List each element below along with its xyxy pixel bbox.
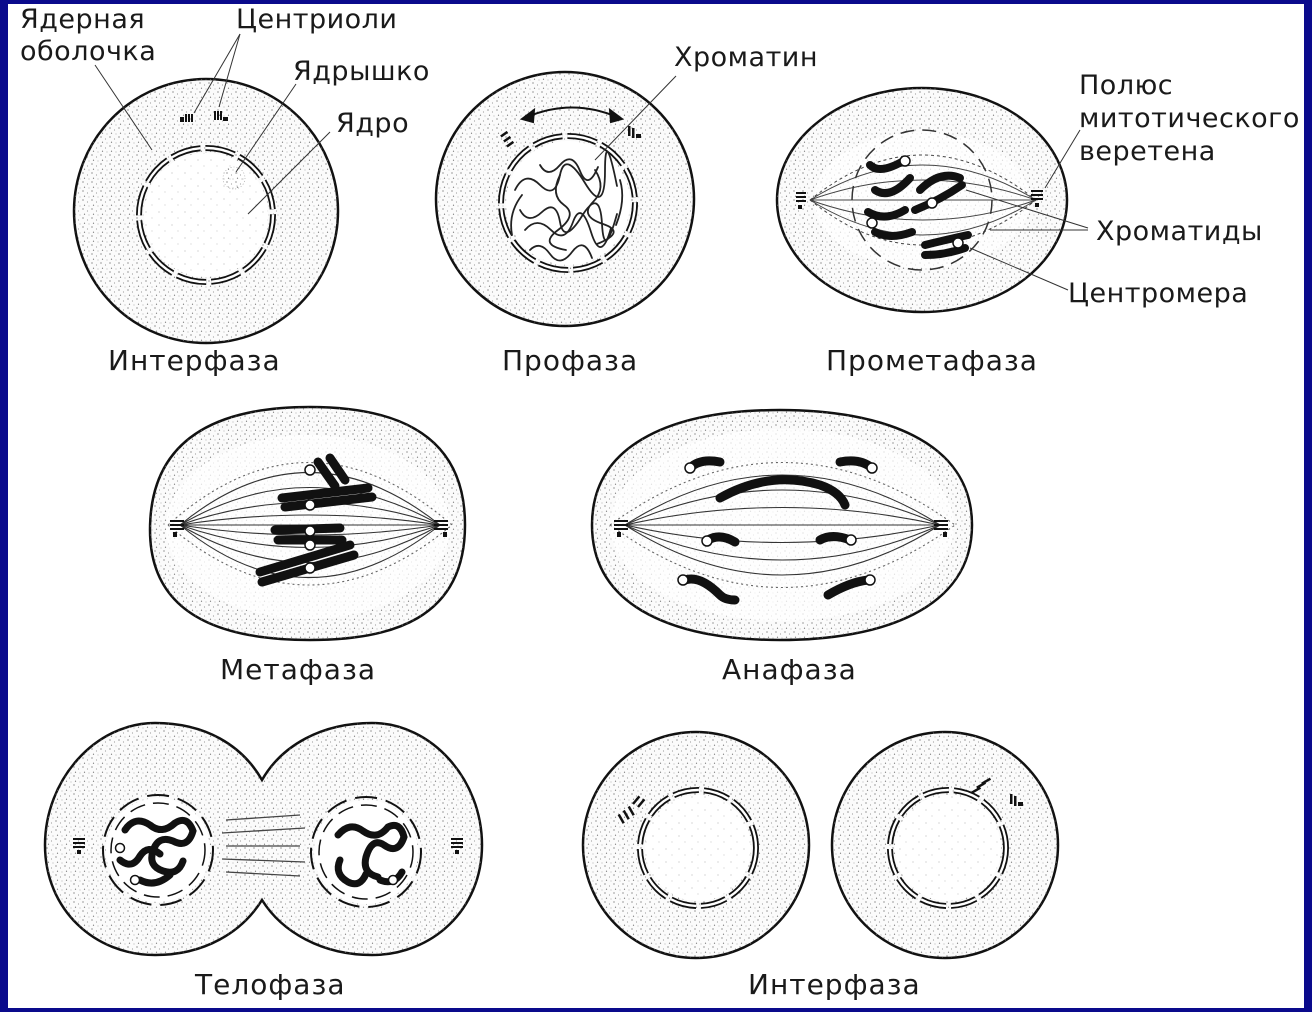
label-spindle-pole-2: митотического bbox=[1079, 103, 1300, 134]
label-nucleolus: Ядрышко bbox=[293, 56, 430, 87]
caption-anaphase: Анафаза bbox=[722, 653, 857, 686]
label-spindle-pole-1: Полюс bbox=[1079, 70, 1173, 101]
label-centromere: Центромера bbox=[1068, 278, 1248, 309]
label-nuclear-envelope-2: оболочка bbox=[20, 36, 156, 67]
cell-telophase bbox=[45, 723, 482, 955]
cell-anaphase bbox=[592, 410, 972, 640]
caption-metaphase: Метафаза bbox=[220, 653, 376, 686]
label-nuclear-envelope-1: Ядерная bbox=[20, 4, 145, 35]
cell-interphase-2-right bbox=[832, 732, 1058, 958]
label-centrioles: Центриоли bbox=[236, 4, 397, 35]
diagram-frame: Ядерная оболочка Центриоли Ядрышко Ядро … bbox=[8, 4, 1304, 1008]
caption-interphase-1: Интерфаза bbox=[108, 344, 281, 377]
cell-prophase bbox=[436, 72, 694, 326]
cell-interphase-2-left bbox=[583, 732, 809, 958]
caption-prophase: Профаза bbox=[502, 344, 638, 377]
label-spindle-pole-3: веретена bbox=[1079, 136, 1216, 167]
cell-prometaphase bbox=[777, 88, 1088, 312]
caption-interphase-2: Интерфаза bbox=[748, 968, 921, 1001]
cell-metaphase bbox=[150, 407, 465, 640]
caption-telophase: Телофаза bbox=[194, 968, 346, 1001]
label-nucleus: Ядро bbox=[336, 108, 409, 139]
label-chromatin: Хроматин bbox=[674, 42, 818, 73]
caption-prometaphase: Прометафаза bbox=[826, 344, 1038, 377]
mitosis-diagram: Ядерная оболочка Центриоли Ядрышко Ядро … bbox=[8, 4, 1304, 1008]
nucleolus bbox=[223, 167, 245, 189]
label-chromatids: Хроматиды bbox=[1096, 216, 1263, 247]
